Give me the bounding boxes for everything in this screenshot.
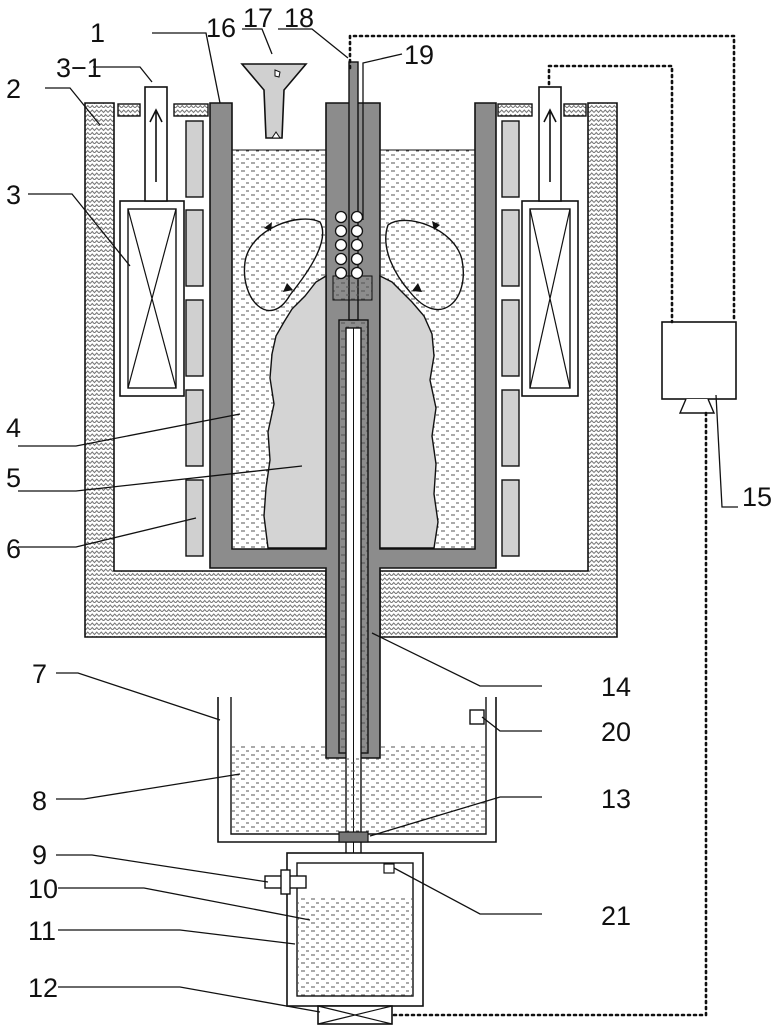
heater-bars-left bbox=[186, 121, 203, 556]
label-9: 9 bbox=[32, 840, 47, 870]
sensor-21 bbox=[384, 864, 394, 873]
controller-base bbox=[680, 399, 714, 413]
seal-13 bbox=[339, 832, 368, 842]
valve-9-stem bbox=[281, 870, 290, 894]
label-10: 10 bbox=[28, 874, 58, 904]
lower-liquid bbox=[297, 898, 413, 996]
label-2: 2 bbox=[6, 74, 21, 104]
label-6: 6 bbox=[6, 534, 21, 564]
label-3-1: 3−1 bbox=[56, 53, 102, 83]
label-13: 13 bbox=[601, 784, 631, 814]
label-18: 18 bbox=[284, 3, 314, 33]
controller-15 bbox=[662, 322, 736, 399]
heater-bars-right bbox=[502, 121, 519, 556]
label-17: 17 bbox=[243, 3, 273, 33]
top-sand-zone bbox=[333, 276, 372, 300]
label-15: 15 bbox=[742, 482, 772, 512]
label-21: 21 bbox=[601, 901, 631, 931]
feed-hopper bbox=[242, 64, 306, 138]
label-12: 12 bbox=[28, 973, 58, 1003]
insulation-top-pad-right-2 bbox=[564, 104, 586, 116]
label-4: 4 bbox=[6, 413, 21, 443]
label-11: 11 bbox=[28, 916, 56, 946]
label-19: 19 bbox=[404, 40, 434, 70]
label-5: 5 bbox=[6, 463, 21, 493]
label-8: 8 bbox=[32, 786, 47, 816]
label-16: 16 bbox=[206, 13, 236, 43]
label-7: 7 bbox=[32, 659, 47, 689]
label-3: 3 bbox=[6, 180, 21, 210]
insulation-top-pad-left-2 bbox=[174, 104, 208, 116]
insulation-top-pad-left bbox=[118, 104, 140, 116]
label-14: 14 bbox=[601, 672, 631, 702]
label-1: 1 bbox=[90, 18, 105, 48]
insulation-top-pad-right bbox=[498, 104, 532, 116]
label-20: 20 bbox=[601, 717, 631, 747]
sensor-20 bbox=[470, 710, 484, 724]
